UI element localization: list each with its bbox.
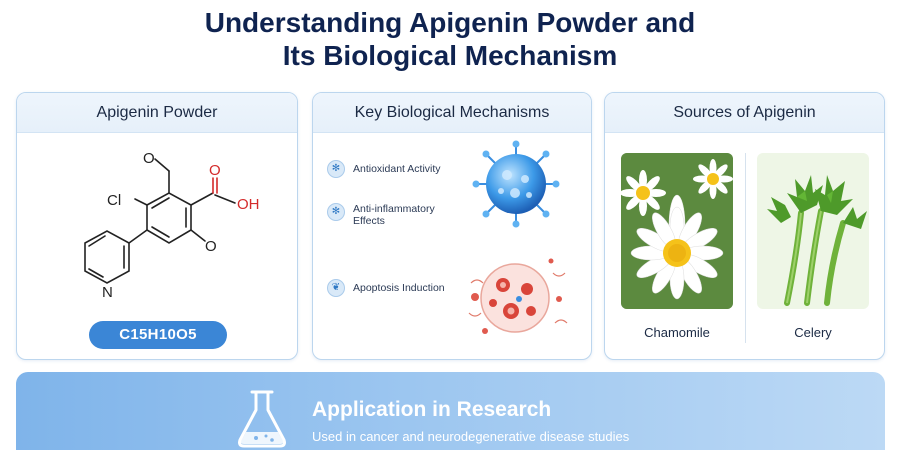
leaf-icon: ❦ — [327, 279, 345, 297]
mechanism-item-anti-inflammatory: ✻ Anti-inflammatory Effects — [327, 203, 435, 227]
chlorine-label: Cl — [107, 192, 121, 209]
virus-illustration — [472, 140, 560, 228]
banner-subtitle: Used in cancer and neurodegenerative dis… — [312, 429, 630, 444]
flask-icon — [238, 390, 286, 448]
oxygen-label-top: O — [143, 150, 155, 167]
mechanism-label: Antioxidant Activity — [353, 163, 441, 175]
nitrogen-label: N — [102, 284, 113, 301]
title-line-2: Its Biological Mechanism — [282, 40, 618, 71]
mechanism-label-line-2: Effects — [353, 215, 385, 227]
benzene-ring — [146, 192, 192, 244]
title-line-1: Understanding Apigenin Powder and — [204, 7, 696, 38]
mechanisms-card: Key Biological Mechanisms ✻ Antioxidant … — [312, 92, 592, 360]
mechanism-label: Apoptosis Induction — [353, 282, 445, 294]
mechanism-item-antioxidant: ✻ Antioxidant Activity — [327, 160, 441, 178]
snowflake-icon: ✻ — [327, 203, 345, 221]
sources-divider — [745, 153, 746, 343]
page-title: Understanding Apigenin Powder and Its Bi… — [0, 6, 900, 72]
mechanism-label: Anti-inflammatory — [353, 203, 435, 215]
sources-card: Sources of Apigenin — [604, 92, 885, 360]
mechanism-item-apoptosis: ❦ Apoptosis Induction — [327, 279, 445, 297]
oxygen-label-bottom: O — [205, 238, 217, 255]
mechanisms-card-heading: Key Biological Mechanisms — [313, 93, 591, 133]
chamomile-flower-image — [621, 153, 733, 309]
banner-title: Application in Research — [312, 398, 552, 421]
celery-photo — [757, 153, 869, 309]
powder-card-heading: Apigenin Powder — [17, 93, 297, 133]
apoptosis-cell-illustration — [468, 258, 568, 334]
source-label-celery: Celery — [794, 325, 832, 340]
sources-card-heading: Sources of Apigenin — [605, 93, 884, 133]
molecular-structure-diagram: O Cl O OH O N — [84, 150, 260, 301]
formula-badge: C15H10O5 — [89, 321, 227, 349]
oxygen-label-carbonyl: O — [209, 162, 221, 179]
snowflake-icon: ✻ — [327, 160, 345, 178]
chamomile-photo — [621, 153, 733, 309]
celery-image — [757, 153, 869, 309]
apigenin-powder-card: Apigenin Powder — [16, 92, 298, 360]
hydroxyl-label: OH — [237, 196, 260, 213]
research-banner: Application in Research Used in cancer a… — [16, 372, 885, 450]
source-label-chamomile: Chamomile — [644, 325, 710, 340]
